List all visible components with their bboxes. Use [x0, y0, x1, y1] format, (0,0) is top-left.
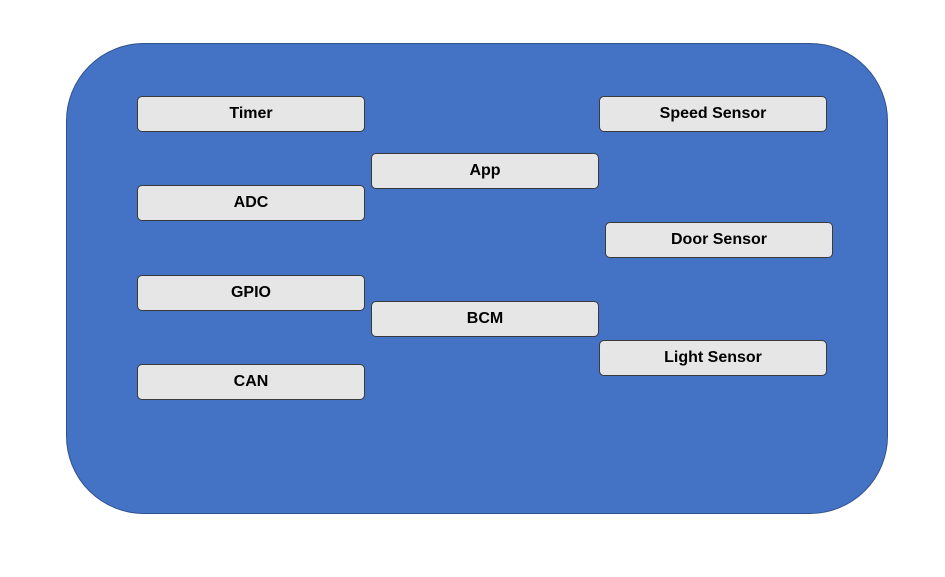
timer-label: Timer	[229, 105, 273, 122]
speed-sensor-block[interactable]: Speed Sensor	[599, 96, 827, 132]
door-sensor-label: Door Sensor	[670, 231, 767, 248]
speed-sensor-label: Speed Sensor	[659, 105, 767, 122]
can-label: CAN	[233, 373, 269, 390]
adc-block[interactable]: ADC	[137, 185, 365, 221]
app-label: App	[469, 162, 501, 179]
bcm-label: BCM	[466, 310, 504, 327]
door-sensor-block[interactable]: Door Sensor	[605, 222, 833, 258]
bcm-block[interactable]: BCM	[371, 301, 599, 337]
app-block[interactable]: App	[371, 153, 599, 189]
can-block[interactable]: CAN	[137, 364, 365, 400]
gpio-block[interactable]: GPIO	[137, 275, 365, 311]
light-sensor-block[interactable]: Light Sensor	[599, 340, 827, 376]
gpio-label: GPIO	[230, 284, 271, 301]
adc-label: ADC	[233, 194, 269, 211]
timer-block[interactable]: Timer	[137, 96, 365, 132]
light-sensor-label: Light Sensor	[664, 349, 762, 366]
